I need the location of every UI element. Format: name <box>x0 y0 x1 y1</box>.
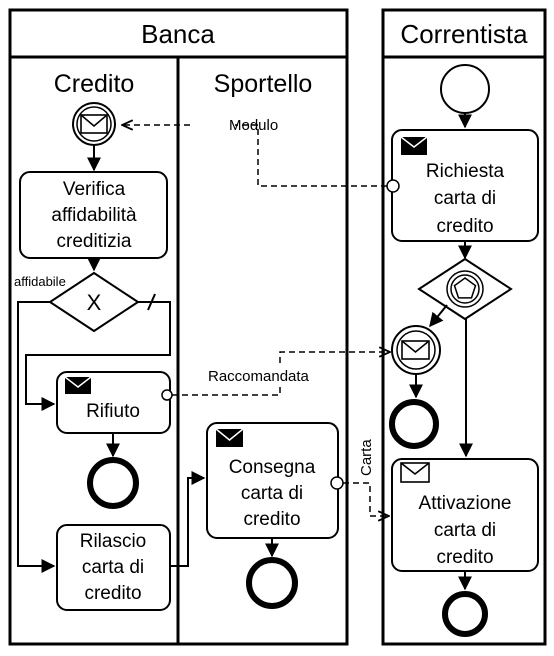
svg-text:carta di: carta di <box>434 188 496 209</box>
message-port <box>161 389 173 401</box>
svg-text:credito: credito <box>84 583 141 604</box>
event-based-gateway <box>417 257 513 321</box>
svg-text:credito: credito <box>436 216 493 237</box>
message-start-event <box>72 102 116 146</box>
task-verifica: Verifica affidabilità creditizia <box>19 171 168 259</box>
envelope-filled-icon <box>400 136 428 155</box>
lane-sportello-title: Sportello <box>214 70 313 98</box>
pool-correntista-title: Correntista <box>400 19 528 49</box>
svg-text:carta di: carta di <box>434 520 496 541</box>
envelope-icon <box>400 462 430 483</box>
start-event <box>440 64 490 114</box>
lane-credito-title: Credito <box>54 70 135 98</box>
svg-text:Attivazione: Attivazione <box>419 493 512 514</box>
svg-text:Rilascio: Rilascio <box>80 531 147 552</box>
message-catch-event <box>391 325 441 375</box>
end-event-rifiuto-ricevuto <box>389 399 439 449</box>
svg-text:creditizia: creditizia <box>57 231 132 252</box>
pentagon-icon <box>453 277 477 299</box>
gateway-x-marker: X <box>87 290 102 315</box>
end-event-rifiuto <box>87 457 139 509</box>
svg-text:Rifiuto: Rifiuto <box>86 401 140 422</box>
message-flow-modulo: Modulo <box>122 117 387 187</box>
message-port <box>330 476 344 490</box>
task-richiesta: Richiesta carta di credito <box>386 129 539 242</box>
message-port <box>386 179 400 193</box>
svg-text:carta di: carta di <box>241 483 303 504</box>
svg-text:carta di: carta di <box>82 557 144 578</box>
task-rilascio: Rilascio carta di credito <box>56 524 171 611</box>
pool-correntista: Correntista <box>381 8 547 646</box>
message-flow-label: Modulo <box>229 117 278 134</box>
envelope-filled-icon <box>215 428 244 447</box>
envelope-filled-icon <box>64 376 92 394</box>
envelope-icon <box>401 340 430 360</box>
task-consegna: Consegna carta di credito <box>206 422 344 539</box>
svg-text:Consegna: Consegna <box>229 457 316 478</box>
svg-text:credito: credito <box>243 509 300 530</box>
task-attivazione: Attivazione carta di credito <box>391 458 539 572</box>
exclusive-gateway: X <box>48 271 140 333</box>
end-event-consegna <box>246 557 298 609</box>
task-rifiuto: Rifiuto <box>56 371 173 434</box>
svg-text:Richiesta: Richiesta <box>426 161 505 182</box>
gateway-label: affidabile <box>14 274 66 289</box>
message-flow-label: Carta <box>358 439 375 476</box>
svg-text:Verifica: Verifica <box>63 179 126 200</box>
svg-text:credito: credito <box>436 547 493 568</box>
message-flow-raccomandata: Raccomandata <box>172 352 390 396</box>
message-flow-label: Raccomandata <box>208 368 310 385</box>
pool-banca-title: Banca <box>141 19 215 49</box>
svg-text:affidabilità: affidabilità <box>51 205 137 226</box>
envelope-icon <box>80 114 108 134</box>
message-flow-carta: Carta <box>343 439 389 516</box>
pool-banca: Banca Credito Sportello <box>8 8 349 646</box>
end-event-attivazione <box>442 591 488 637</box>
